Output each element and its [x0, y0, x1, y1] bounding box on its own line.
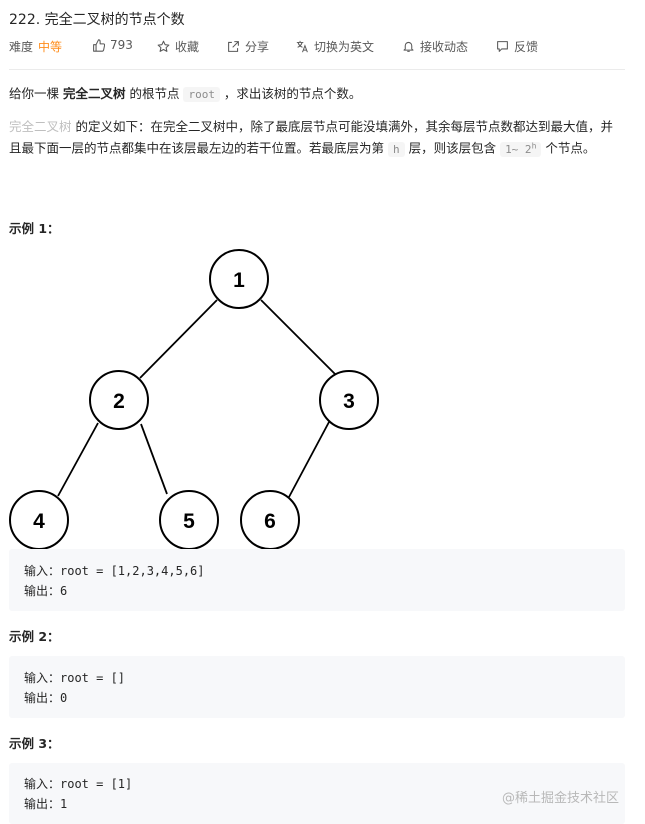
example-2-heading: 示例 2： — [9, 629, 60, 644]
example-3-input: 输入：root = [1] — [24, 777, 133, 791]
header-divider — [9, 69, 625, 70]
p2-text: 的定义如下：在完全二叉树中，除了最底层节点可能没填满外，其余每层节点数都达到最大… — [9, 119, 613, 156]
example-2-output: 输出：0 — [24, 691, 68, 705]
example-2-input: 输入：root = [] — [24, 671, 126, 685]
star-icon — [157, 40, 170, 53]
example-3-output: 输出：1 — [24, 797, 68, 811]
example-1-heading: 示例 1： — [9, 221, 60, 236]
inline-code-range: 1~ 2h — [500, 141, 542, 157]
example-3-heading: 示例 3： — [9, 736, 60, 751]
bell-icon — [402, 40, 415, 53]
example-2-box: 输入：root = [] 输出：0 — [9, 656, 625, 718]
difficulty-label: 难度 — [9, 40, 34, 54]
tree-node-label: 6 — [264, 510, 276, 533]
example-1-box: 输入：root = [1,2,3,4,5,6] 输出：6 — [9, 549, 625, 611]
tree-node-label: 1 — [233, 269, 245, 292]
p2-text: 个节点。 — [541, 140, 596, 156]
share-icon — [227, 40, 240, 53]
inline-code-root: root — [183, 87, 220, 102]
tree-node-label: 4 — [33, 510, 45, 533]
p1-text: 给你一棵 — [9, 86, 63, 101]
notify-button[interactable]: 接收动态 — [402, 38, 468, 55]
thumbs-up-icon — [92, 38, 105, 52]
difficulty: 难度 中等 — [9, 38, 62, 55]
tree-edge — [288, 421, 330, 498]
share-button[interactable]: 分享 — [227, 38, 269, 55]
inline-code-h: h — [387, 141, 405, 157]
tree-node-label: 5 — [183, 510, 195, 533]
tree-node-3 — [319, 370, 379, 430]
complete-binary-tree-link[interactable]: 完全二叉树 — [9, 119, 72, 134]
description-paragraph-1: 给你一棵 完全二叉树 的根节点 root ，求出该树的节点个数。 — [9, 84, 625, 104]
p1-text: 的根节点 — [125, 86, 184, 101]
switch-language-button[interactable]: 切换为英文 — [296, 38, 374, 55]
share-label: 分享 — [245, 40, 270, 54]
range-superscript: h — [531, 141, 537, 150]
favorite-label: 收藏 — [175, 40, 200, 54]
feedback-icon — [496, 40, 509, 53]
watermark: @稀土掘金技术社区 — [502, 791, 620, 806]
like-button[interactable]: 793 — [92, 38, 133, 52]
tree-node-2 — [89, 370, 149, 430]
translate-icon — [296, 40, 309, 53]
notify-label: 接收动态 — [420, 40, 469, 54]
binary-tree-diagram: 1 2 3 4 5 6 — [9, 249, 379, 550]
example-3-box: 输入：root = [1] 输出：1 — [9, 763, 625, 824]
difficulty-value: 中等 — [38, 40, 63, 54]
example-1-input: 输入：root = [1,2,3,4,5,6] — [24, 564, 205, 578]
description-paragraph-2: 完全二叉树 的定义如下：在完全二叉树中，除了最底层节点可能没填满外，其余每层节点… — [9, 117, 625, 159]
p2-text: 层，则该层包含 — [404, 140, 501, 156]
tree-edge — [140, 423, 168, 495]
favorite-button[interactable]: 收藏 — [157, 38, 199, 55]
tree-node-label: 2 — [113, 390, 125, 413]
tree-edge — [139, 299, 218, 379]
tree-edge — [260, 299, 336, 375]
example-1-output: 输出：6 — [24, 584, 68, 598]
range-text: 1~ 2 — [505, 142, 532, 156]
feedback-label: 反馈 — [514, 40, 539, 54]
switch-language-label: 切换为英文 — [314, 40, 375, 54]
problem-meta-bar: 难度 中等 793 收藏 分享 切换为英文 接收动态 反馈 — [9, 38, 629, 56]
p1-bold: 完全二叉树 — [62, 86, 126, 101]
problem-title: 222. 完全二叉树的节点个数 — [9, 12, 185, 28]
tree-node-1 — [209, 249, 269, 309]
like-count: 793 — [110, 38, 133, 52]
feedback-button[interactable]: 反馈 — [496, 38, 538, 55]
tree-edge — [57, 422, 99, 497]
tree-node-label: 3 — [343, 390, 355, 413]
p1-text: ，求出该树的节点个数。 — [219, 86, 362, 101]
